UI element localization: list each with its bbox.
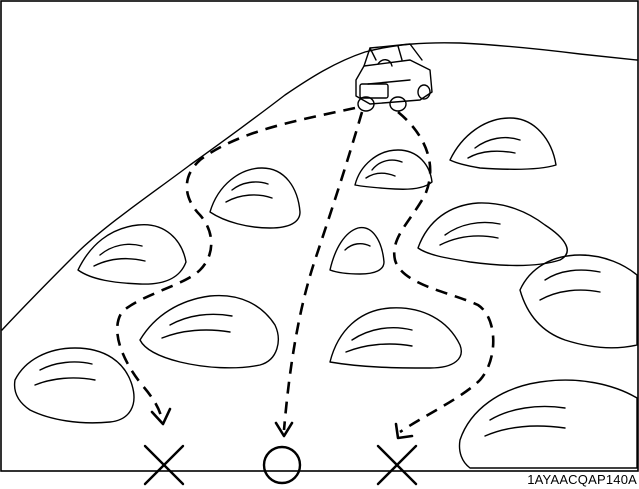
mound-mid-right xyxy=(418,203,567,266)
mound-left xyxy=(78,225,186,284)
route-left-arrowhead xyxy=(152,409,170,424)
cross-mark-icon xyxy=(378,446,416,484)
mound-center-left-large xyxy=(140,296,278,368)
mound-bottom-right xyxy=(459,380,637,468)
route-center-path xyxy=(284,112,362,430)
mound-top-center xyxy=(355,150,432,189)
mound-center-small xyxy=(330,228,384,274)
mound-far-right xyxy=(520,255,637,348)
mound-bottom-left xyxy=(15,348,134,423)
mound-center-right-large xyxy=(330,308,461,368)
figure-code: 1AYAACQAP140A xyxy=(527,472,637,487)
hill-slope-line xyxy=(2,43,637,330)
mound-upper-left xyxy=(210,168,300,228)
circle-mark-icon xyxy=(264,447,300,483)
route-right-path xyxy=(394,112,493,432)
utility-vehicle-icon xyxy=(356,44,432,111)
route-left-path xyxy=(117,108,355,420)
cross-mark-icon xyxy=(145,446,183,484)
mound-top-right xyxy=(450,118,556,169)
